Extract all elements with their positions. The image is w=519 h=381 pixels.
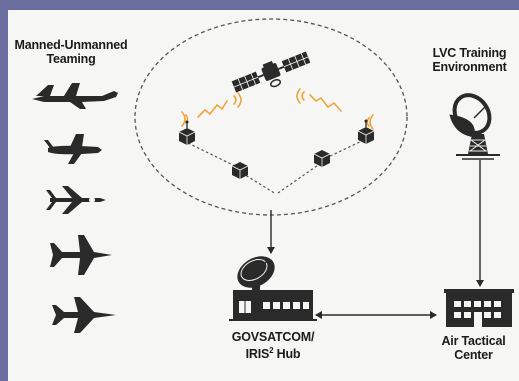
signal-wave-icon bbox=[181, 92, 242, 127]
satellite-icon bbox=[231, 51, 311, 93]
teaming-label-line1: Manned-Unmanned bbox=[14, 38, 128, 52]
hub-label-prefix: IRIS bbox=[245, 347, 270, 362]
network-node-icon bbox=[178, 120, 196, 145]
network-node-icon bbox=[231, 162, 249, 179]
network-boundary bbox=[134, 18, 408, 216]
lvc-label: LVC Training Environment bbox=[420, 46, 519, 74]
lvc-label-line2: Environment bbox=[432, 60, 507, 74]
lvc-label-line1: LVC Training bbox=[432, 46, 507, 60]
fighter-jet-icon bbox=[50, 235, 112, 275]
node-links bbox=[187, 139, 365, 195]
teaming-label: Manned-Unmanned Teaming bbox=[12, 38, 130, 66]
fighter-jet-icon bbox=[52, 297, 116, 333]
diagram-frame: Manned-Unmanned Teaming LVC Training Env… bbox=[8, 10, 519, 381]
drone-icon bbox=[44, 134, 102, 164]
signal-wave-icon bbox=[296, 88, 374, 130]
drone-icon bbox=[46, 186, 106, 214]
satellite-dish-icon bbox=[237, 256, 275, 296]
hub-label-line1: GOVSATCOM/ bbox=[231, 330, 315, 344]
atc-label-line1: Air Tactical bbox=[441, 334, 506, 348]
network-node-icon bbox=[357, 119, 375, 144]
hub-label-sup: 2 bbox=[269, 346, 274, 355]
fighter-jet-icon bbox=[32, 83, 118, 109]
teaming-label-line2: Teaming bbox=[46, 52, 96, 66]
building-icon bbox=[444, 289, 514, 327]
atc-label-line2: Center bbox=[454, 348, 493, 362]
building-icon bbox=[229, 290, 317, 321]
hub-label-suffix: Hub bbox=[273, 347, 301, 362]
hub-label-line2: IRIS2 Hub bbox=[214, 344, 332, 361]
network-node-icon bbox=[313, 150, 331, 167]
hub-label: GOVSATCOM/ IRIS2 Hub bbox=[214, 330, 332, 361]
radar-tower-icon bbox=[449, 93, 500, 160]
network-diagram bbox=[32, 18, 514, 333]
atc-label: Air Tactical Center bbox=[428, 334, 519, 362]
